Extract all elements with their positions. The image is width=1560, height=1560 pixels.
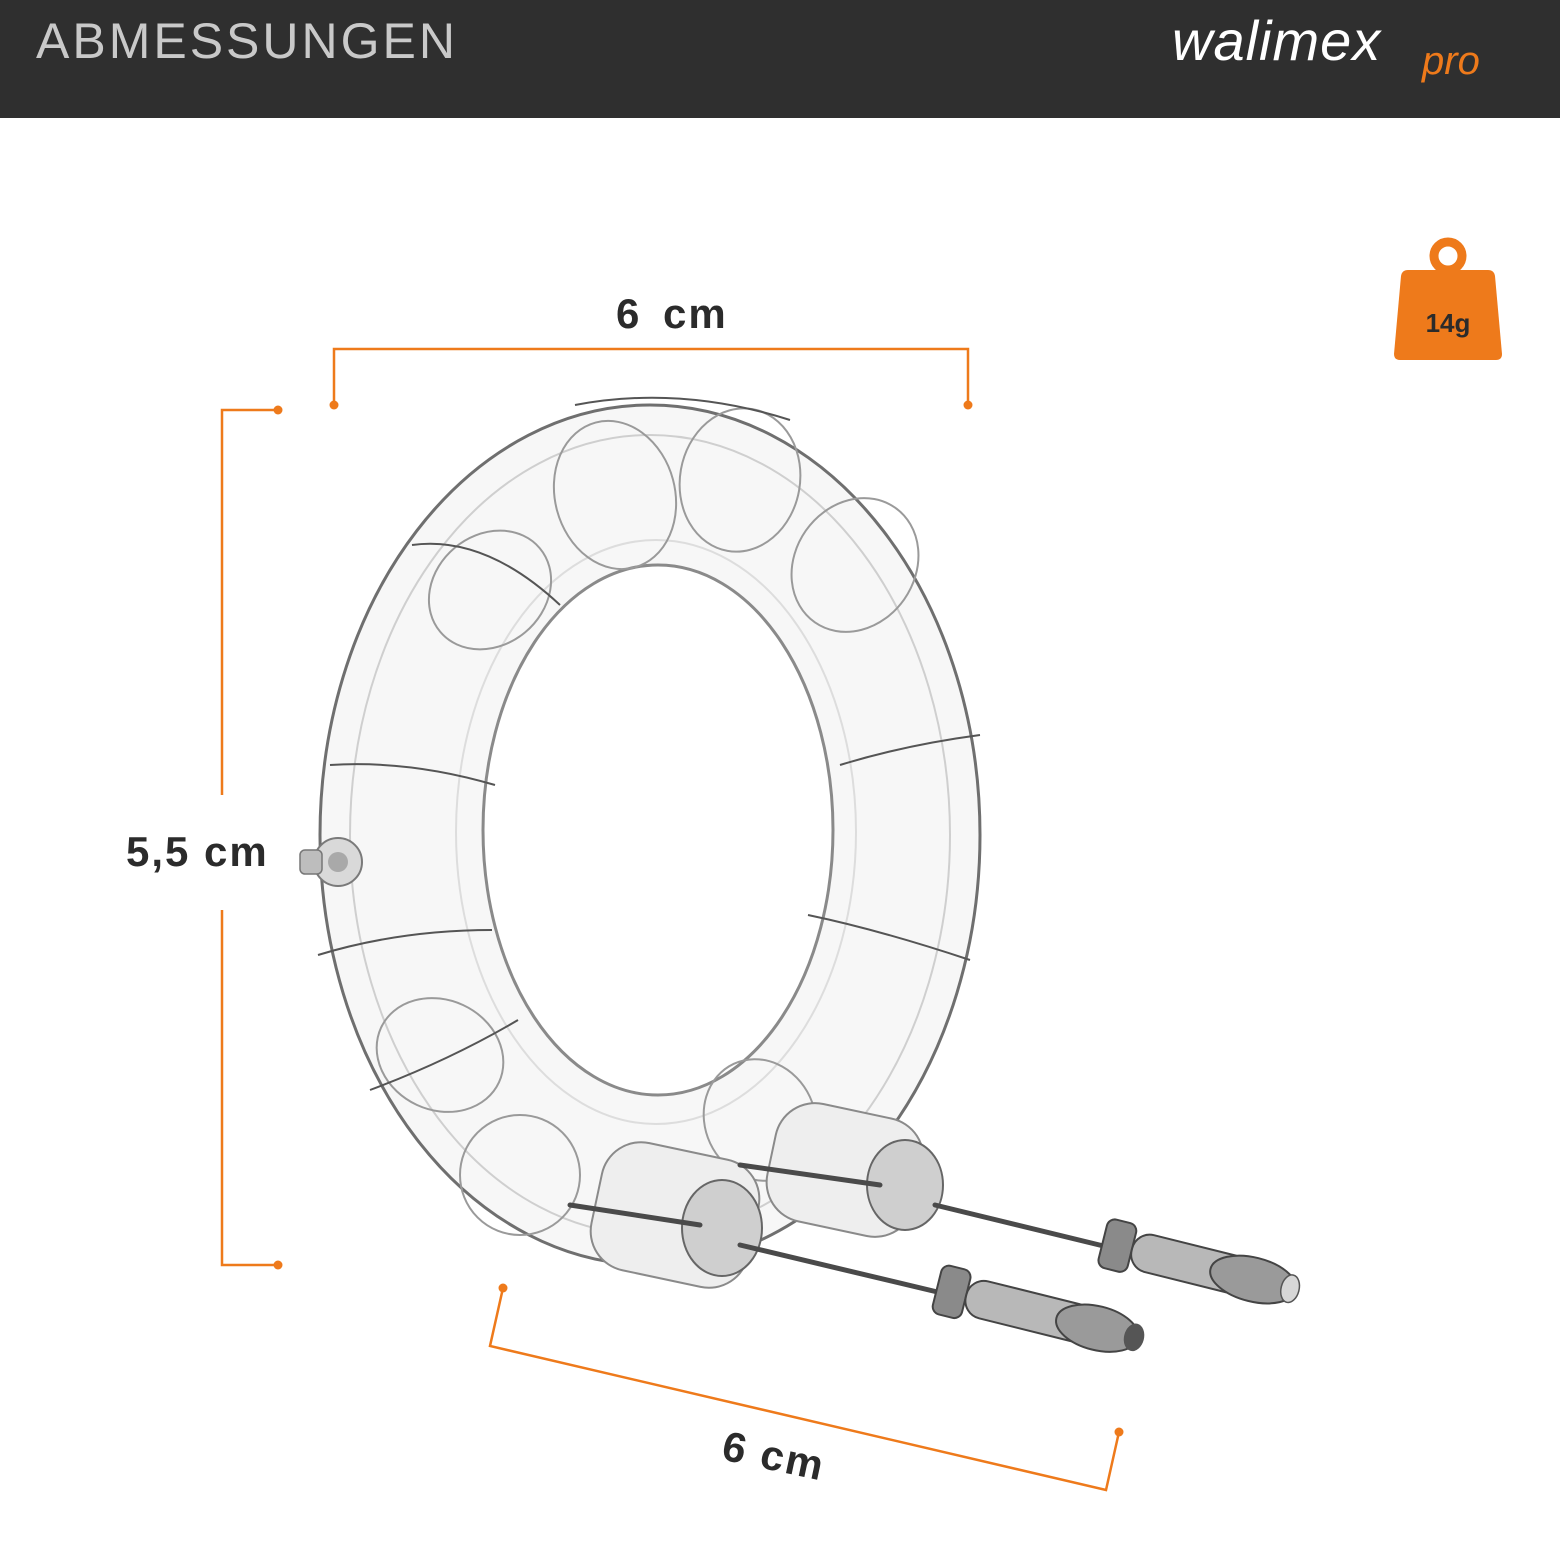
trigger-wire <box>317 396 981 1091</box>
header-bar: ABMESSUNGEN walimex pro <box>0 0 1560 118</box>
banana-plugs <box>931 1218 1301 1353</box>
width-dimension-label: 6 cm <box>616 290 728 337</box>
mounting-stud <box>299 837 363 887</box>
brand-name: walimex <box>1172 9 1382 72</box>
width-dimension-line <box>332 347 970 405</box>
page-title: ABMESSUNGEN <box>36 13 458 69</box>
height-dimension-line <box>220 408 278 795</box>
weight-label: 14g <box>1425 308 1471 338</box>
tube-inner-hole <box>481 563 835 1097</box>
brand-logo: walimex pro <box>1172 9 1480 83</box>
electrode-sleeves <box>589 1102 944 1289</box>
flash-tube-illustration <box>299 396 1301 1353</box>
weight-icon <box>1394 237 1502 360</box>
height-dimension-line-lower <box>220 910 278 1267</box>
dimension-lines <box>220 347 1121 1492</box>
dimension-endpoints <box>273 400 1124 1437</box>
brand-suffix: pro <box>1421 39 1480 83</box>
height-dimension-label: 5,5 cm <box>126 828 269 875</box>
electrode-pins <box>567 1162 1123 1298</box>
depth-dimension-line <box>488 1287 1121 1492</box>
